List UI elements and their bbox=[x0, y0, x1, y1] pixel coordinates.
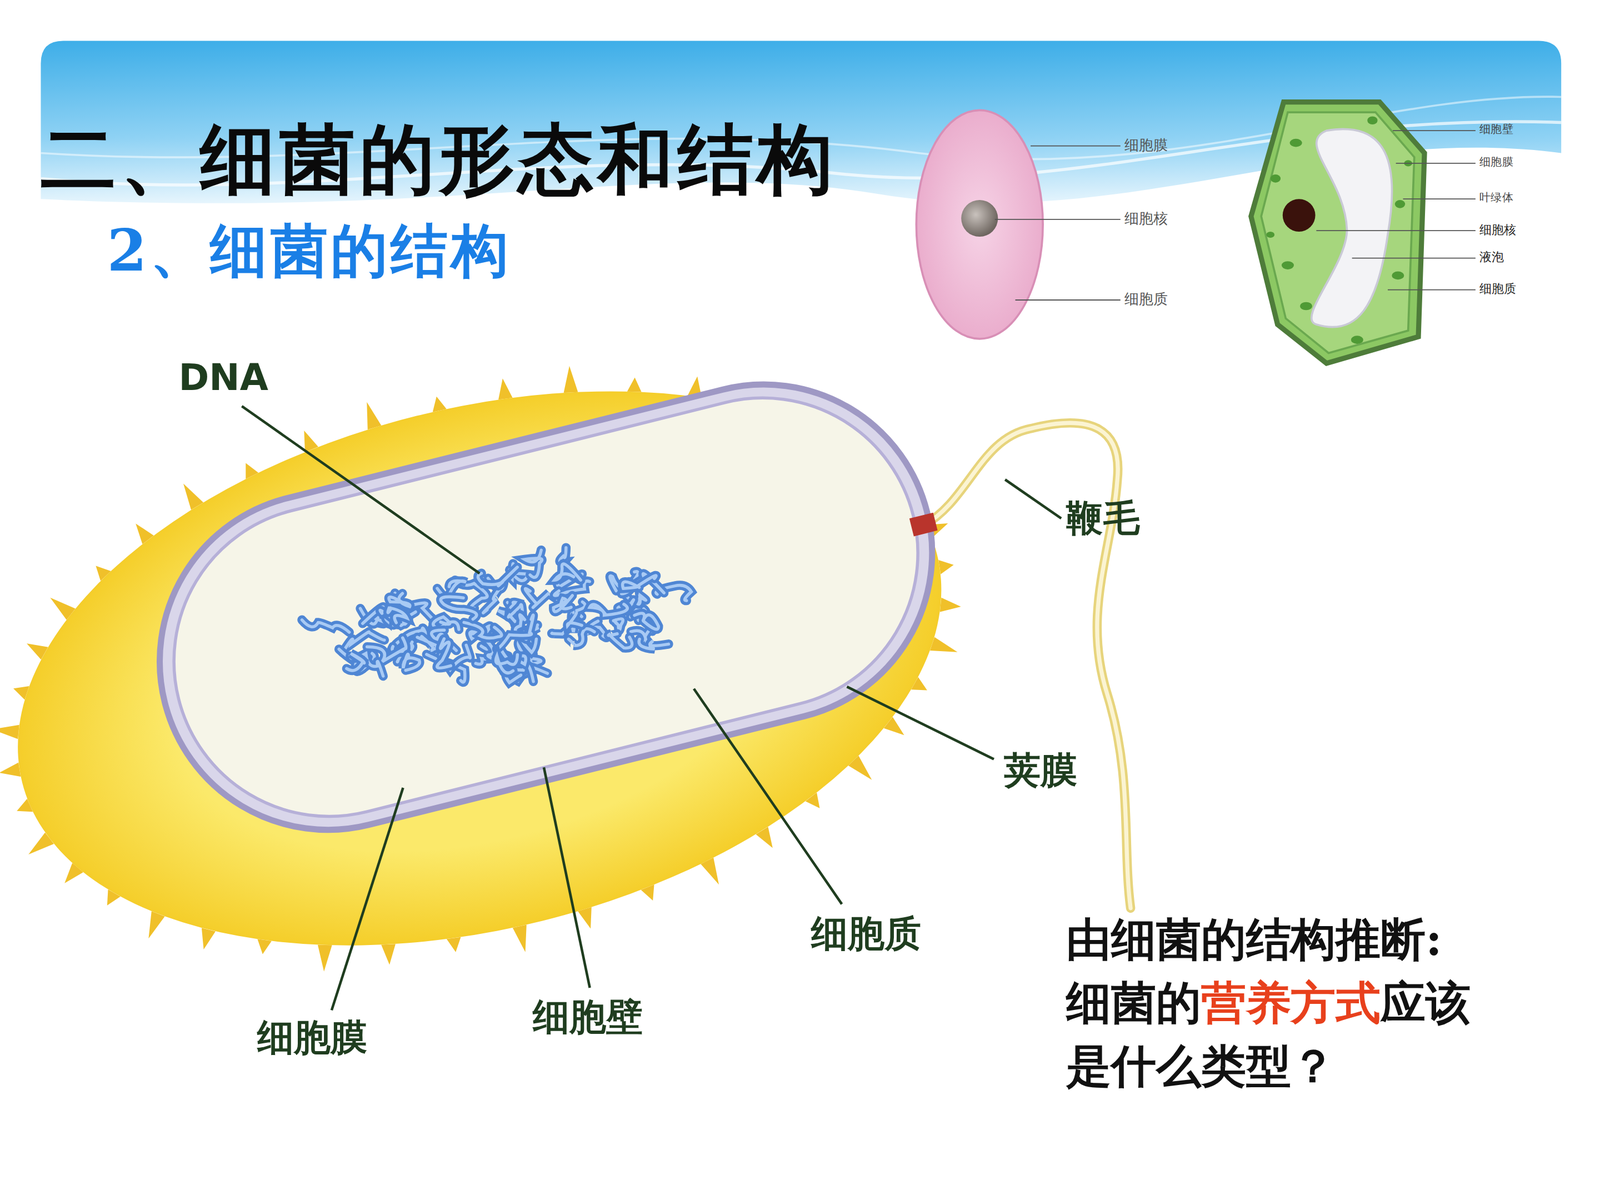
capsule-spike bbox=[627, 377, 642, 392]
dna-strand bbox=[524, 550, 542, 578]
dna-strand bbox=[638, 639, 669, 650]
dna-strand bbox=[477, 567, 518, 587]
dna-strand bbox=[634, 613, 659, 630]
question-text: 细菌的 bbox=[1066, 976, 1201, 1029]
dna-strand bbox=[524, 550, 542, 578]
leader-lines bbox=[241, 406, 1062, 1010]
dna-strand bbox=[496, 654, 518, 673]
capsule-spike bbox=[930, 637, 958, 653]
capsule-spike bbox=[201, 927, 216, 950]
dna-strand bbox=[554, 563, 581, 580]
dna-strand bbox=[634, 613, 659, 630]
dna-strand bbox=[613, 618, 623, 631]
flagellum bbox=[923, 422, 1131, 908]
dna-strand bbox=[403, 654, 420, 671]
dna-strand bbox=[622, 575, 657, 589]
animal-cell bbox=[916, 110, 1120, 339]
dna-strand bbox=[589, 604, 628, 616]
dna-strand bbox=[477, 567, 518, 587]
dna-strand bbox=[437, 638, 452, 669]
flagellum bbox=[923, 422, 1131, 908]
dna-strand bbox=[367, 637, 407, 662]
dna-strand bbox=[568, 628, 594, 646]
dna-strand bbox=[346, 653, 365, 671]
dna-strand bbox=[301, 620, 349, 633]
part-label: 细胞质 bbox=[1124, 290, 1168, 308]
flagellum-base bbox=[909, 512, 938, 537]
dna-strand bbox=[553, 595, 573, 612]
part-label: 细胞质 bbox=[1479, 281, 1517, 297]
part-label: 细胞膜 bbox=[1479, 155, 1514, 169]
capsule-spike bbox=[366, 402, 382, 430]
part-label: 细胞核 bbox=[1124, 210, 1168, 228]
dna-strand bbox=[622, 575, 657, 589]
highlight-text: 营养方式 bbox=[1201, 976, 1381, 1029]
capsule-spike bbox=[512, 924, 527, 952]
dna-strand bbox=[608, 633, 633, 649]
dna-strand bbox=[301, 620, 349, 633]
dna-strand bbox=[554, 563, 581, 580]
part-label: 液泡 bbox=[1479, 250, 1504, 265]
capsule-spike bbox=[446, 937, 462, 953]
dna-coil bbox=[301, 547, 692, 683]
capsule-spike bbox=[257, 938, 272, 954]
subtitle: 2、细菌的结构 bbox=[107, 216, 512, 285]
capsule-spike bbox=[563, 366, 579, 393]
capsule-spike bbox=[938, 560, 954, 575]
part-label: DNA bbox=[178, 355, 268, 399]
dna-strand bbox=[553, 595, 573, 612]
part-label: 细胞质 bbox=[811, 911, 922, 955]
dna-strand bbox=[440, 596, 477, 619]
part-label: 荚膜 bbox=[1003, 747, 1078, 792]
dna-strand bbox=[440, 596, 477, 619]
question-text: 由细菌的结构推断:细菌的营养方式应该是什么类型？ bbox=[1066, 908, 1495, 1099]
dna-strand bbox=[367, 637, 407, 662]
dna-strand bbox=[463, 622, 502, 638]
capsule-spike bbox=[317, 945, 333, 972]
dna-strand bbox=[613, 618, 623, 631]
dna-strand bbox=[621, 573, 665, 594]
capsule-spike bbox=[0, 762, 21, 778]
part-label: 细胞核 bbox=[1479, 222, 1517, 237]
slide-title: 二、细菌的形态和结构 bbox=[40, 114, 837, 205]
cell-wall bbox=[123, 348, 968, 866]
capsule-spike bbox=[0, 725, 20, 740]
capsule-spike bbox=[940, 597, 962, 613]
dna-strand bbox=[496, 654, 518, 673]
part-label: 鞭毛 bbox=[1066, 496, 1140, 540]
plant-cell bbox=[1251, 102, 1476, 364]
part-label: 细胞膜 bbox=[1124, 136, 1168, 154]
dna-strand bbox=[589, 604, 628, 616]
capsule-spike bbox=[498, 378, 513, 400]
dna-strand bbox=[437, 638, 452, 669]
dna-strand bbox=[608, 633, 633, 649]
part-label: 细胞壁 bbox=[532, 995, 643, 1039]
dna-strand bbox=[403, 654, 420, 671]
dna-strand bbox=[388, 593, 410, 607]
capsule bbox=[0, 301, 1000, 1035]
capsule-spike bbox=[381, 943, 396, 965]
part-label: 细胞膜 bbox=[257, 1015, 368, 1060]
dna-strand bbox=[463, 622, 502, 638]
part-label: 叶绿体 bbox=[1479, 190, 1514, 204]
dna-strand bbox=[388, 593, 410, 607]
dna-strand bbox=[621, 573, 665, 594]
dna-strand bbox=[638, 639, 669, 650]
dna-strand bbox=[346, 653, 365, 671]
question-text: 由细菌的结构推断: bbox=[1066, 908, 1495, 972]
part-label: 细胞壁 bbox=[1479, 122, 1514, 136]
dna-strand bbox=[568, 628, 594, 646]
